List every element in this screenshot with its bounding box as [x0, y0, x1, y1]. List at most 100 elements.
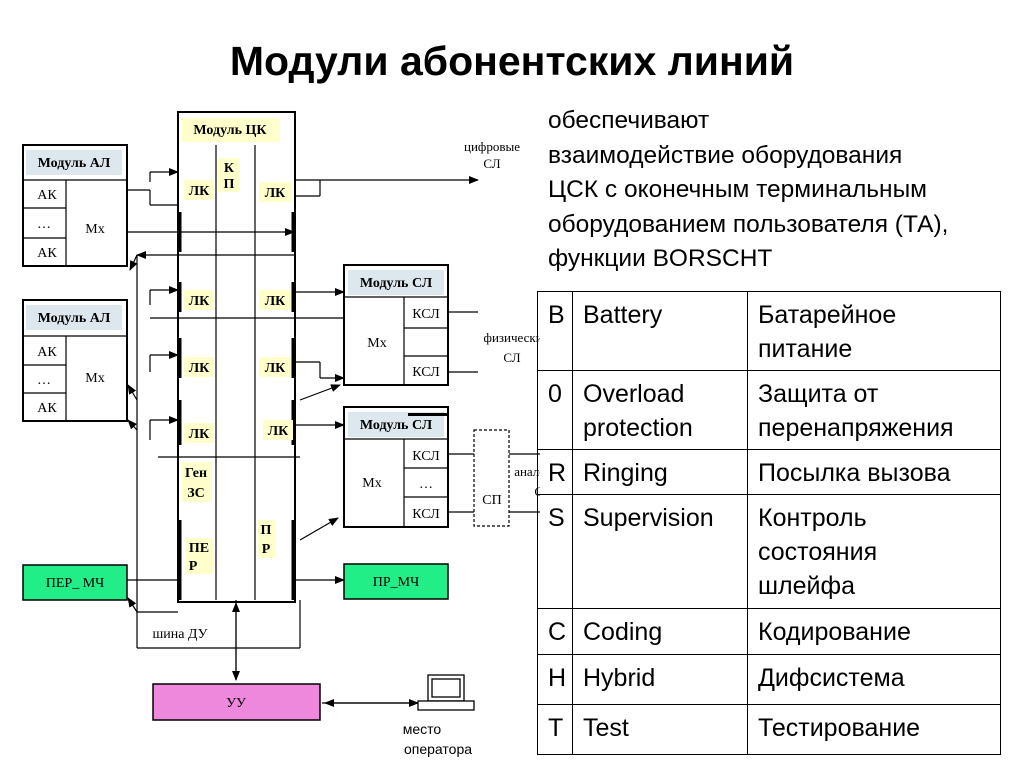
table-row: H Hybrid Дифсистема [537, 654, 1001, 705]
table-row: R Ringing Посылка вызова [537, 449, 1001, 495]
table-cell-ru: Дифсистема [747, 654, 1001, 705]
lk-label: ЛК [189, 361, 210, 376]
module-sl-label: Модуль СЛ [360, 276, 433, 291]
lk-label: ЛК [189, 294, 210, 309]
cell-line: Защита от [758, 380, 879, 408]
mx-label: Мх [85, 222, 104, 237]
mx-label: Мх [367, 336, 386, 351]
table-row: C Coding Кодирование [537, 608, 1001, 655]
table-cell-letter: 0 [537, 370, 573, 450]
per-mch-label: ПЕР_ МЧ [46, 576, 105, 591]
table-row: S Supervision Контроль состояния шлейфа [537, 494, 1001, 609]
module-al-label: Модуль АЛ [38, 311, 111, 326]
cell-line: Test [583, 714, 629, 742]
dots-label: … [37, 217, 51, 232]
pr-mch-label: ПР_МЧ [373, 575, 419, 590]
table-cell-ru: Посылка вызова [747, 449, 1001, 495]
cell-line: Кодирование [758, 618, 911, 646]
cell-line: Supervision [583, 504, 714, 532]
table-cell-ru: Защита от перенапряжения [747, 370, 1001, 450]
dots-label: … [37, 373, 51, 388]
table-cell-letter: R [537, 449, 573, 495]
ak-label: АК [37, 188, 57, 203]
module-sl-2-label-bg [348, 412, 444, 437]
table-cell-en: Ringing [572, 449, 748, 495]
mx-label: Мх [362, 476, 381, 491]
table-cell-letter: S [537, 494, 573, 609]
lk-label: ЛК [189, 184, 210, 199]
cell-line: Battery [583, 301, 663, 329]
ksl-label: КСЛ [412, 365, 440, 380]
table-cell-en: Overload protection [572, 370, 748, 450]
cell-line: Overload [583, 380, 685, 408]
module-sl-label: Модуль СЛ [360, 418, 433, 433]
cell-line: Дифсистема [758, 664, 905, 692]
sp-box [473, 429, 510, 527]
cell-line: Посылка вызова [758, 459, 951, 487]
cell-line: шлейфа [758, 572, 855, 600]
kp-label-k: К [224, 161, 235, 176]
block-diagram: Модуль ЦК К П ЛК ЛК ЛК ЛК ЛК ЛК ЛК ЛК Мо… [22, 111, 540, 757]
description-line: ЦСК с оконечным терминальным [548, 176, 928, 203]
module-sl-1 [343, 264, 449, 386]
pr-mch-box [343, 563, 449, 600]
table-cell-en: Test [572, 704, 748, 755]
gen-zs-label: Ген [185, 466, 207, 481]
table-cell-en: Coding [572, 608, 748, 655]
uu-label: УУ [226, 696, 246, 711]
cell-line: Батарейное [758, 301, 897, 329]
table-cell-letter: T [537, 704, 573, 755]
page-title: Модули абонентских линий [229, 38, 795, 84]
description-line: оборудованием пользователя (ТА), [548, 210, 949, 238]
module-sl-1-label-bg [348, 270, 444, 295]
analog-sl-label: анало [514, 464, 540, 479]
table-cell-letter: H [537, 654, 573, 705]
cell-line: Ringing [583, 459, 668, 487]
module-ck-label: Модуль ЦК [193, 123, 267, 138]
ak-label: АК [37, 345, 57, 360]
digital-sl-label: цифровые [464, 139, 520, 154]
table-cell-en: Supervision [572, 494, 748, 609]
description-line: обеспечивают [548, 107, 710, 134]
kp-label-p: П [224, 177, 235, 192]
lk-label: ЛК [265, 361, 286, 376]
pr-label: Р [262, 542, 271, 557]
uu-box [152, 683, 321, 721]
gen-zs-label: ЗС [187, 486, 205, 501]
cell-line: перенапряжения [758, 414, 954, 442]
ksl-label: КСЛ [412, 307, 440, 322]
cell-line: состояния [758, 538, 878, 566]
table-cell-en: Battery [572, 291, 748, 371]
digital-sl-label: СЛ [483, 156, 500, 171]
physical-sl-label: физические [484, 330, 540, 345]
table-cell-ru: Контроль состояния шлейфа [747, 494, 1001, 609]
ak-label: АК [37, 246, 57, 261]
description: обеспечивают взаимодействие оборудования… [548, 104, 1018, 277]
sp-label: СП [482, 493, 501, 508]
table-cell-letter: B [537, 291, 573, 371]
module-al-1 [22, 144, 128, 267]
pr-label: П [261, 523, 272, 538]
module-al-2 [22, 299, 128, 422]
physical-sl-label: СЛ [503, 350, 520, 365]
table-cell-ru: Тестирование [747, 704, 1001, 755]
table-cell-en: Hybrid [572, 654, 748, 705]
operator-label: место [403, 721, 442, 737]
lk-label: ЛК [268, 424, 289, 439]
per-mch-box [22, 564, 128, 601]
ksl-label: КСЛ [412, 449, 440, 464]
cell-line: Coding [583, 618, 663, 646]
cell-line: Тестирование [758, 714, 921, 742]
cell-line: Контроль [758, 504, 867, 532]
ksl-label: КСЛ [412, 507, 440, 522]
bus-du-label: шина ДУ [152, 627, 207, 642]
table-row: T Test Тестирование [537, 704, 1001, 755]
operator-label: оператора [404, 741, 472, 757]
description-line: взаимодействие оборудования [548, 141, 903, 169]
cell-line: protection [583, 414, 693, 442]
table-row: 0 Overload protection Защита от перенапряж… [537, 370, 1001, 450]
table-cell-letter: C [537, 608, 573, 655]
